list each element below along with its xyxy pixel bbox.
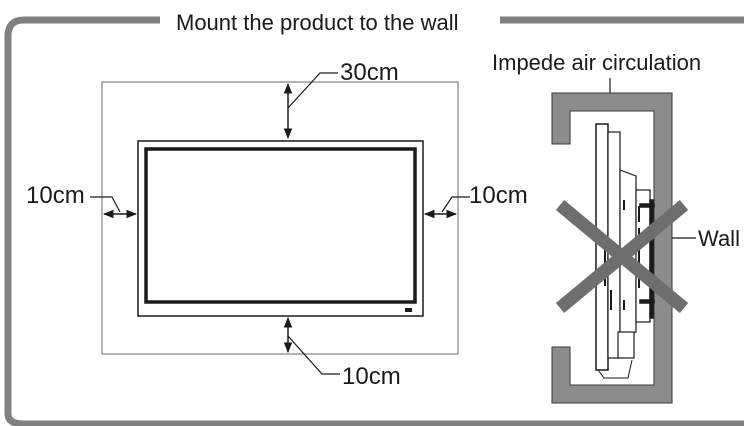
bottom-clearance-label: 10cm <box>342 363 401 390</box>
right-leader-line <box>441 196 470 213</box>
wall-niche <box>551 92 673 404</box>
power-indicator-icon <box>405 308 412 312</box>
frame-title: Mount the product to the wall <box>176 10 459 35</box>
clearance-boundary <box>101 81 459 355</box>
mount-bracket <box>639 199 655 319</box>
top-leader-line <box>287 72 338 109</box>
clearance-diagram: 30cm 10cm 10cm 10cm <box>26 59 528 390</box>
recessed-install-diagram: Impede air circulation <box>492 50 740 404</box>
right-clearance-label: 10cm <box>469 182 528 209</box>
prohibited-cross-icon <box>555 199 689 314</box>
left-leader-line <box>90 196 121 213</box>
left-clearance-label: 10cm <box>26 182 85 209</box>
impede-air-label: Impede air circulation <box>492 50 701 75</box>
bottom-leader-line <box>287 335 340 375</box>
tv-screen <box>144 147 417 304</box>
top-clearance-label: 30cm <box>340 59 399 86</box>
wall-label: Wall <box>698 226 740 251</box>
outer-frame <box>4 16 744 426</box>
